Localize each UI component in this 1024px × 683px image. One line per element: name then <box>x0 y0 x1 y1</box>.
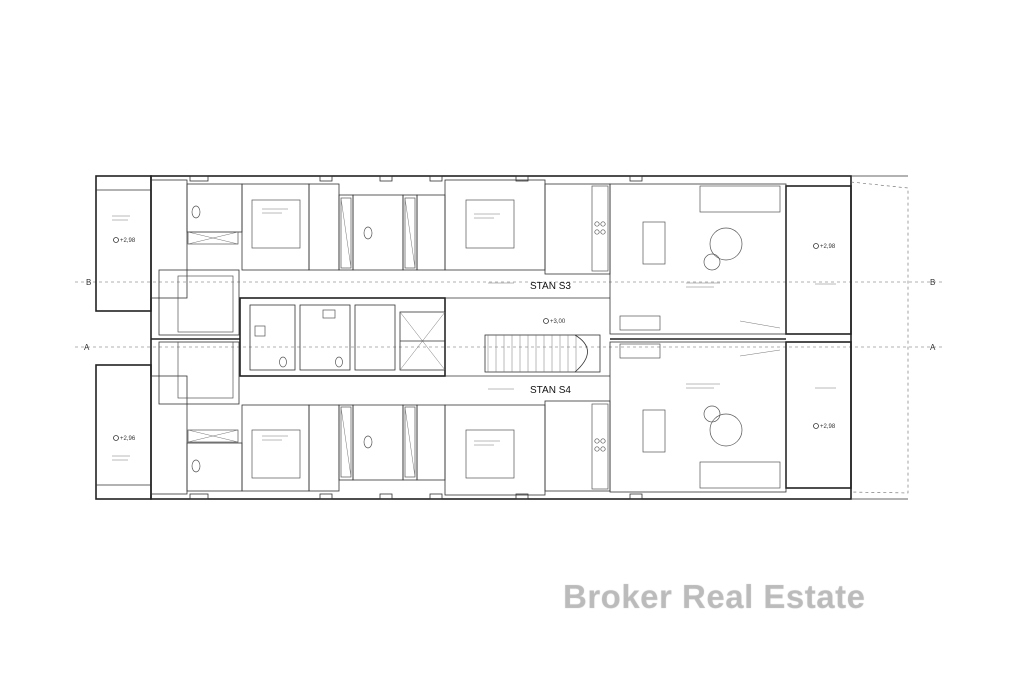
living-furniture <box>619 185 781 489</box>
level-terrace-bottom-left: +2,96 <box>120 436 136 442</box>
building-outline <box>150 175 852 500</box>
beds <box>177 199 515 479</box>
apartment-label-s3: STAN S3 <box>530 281 571 292</box>
fixtures <box>187 197 416 478</box>
level-balcony-bottom: +2,98 <box>820 424 836 430</box>
watermark: Broker Real Estate <box>563 578 866 615</box>
section-marker-a-right: A <box>930 343 936 352</box>
section-lines <box>75 281 945 348</box>
level-terrace-top-left: +2,98 <box>120 238 136 244</box>
central-core <box>249 304 446 371</box>
level-balcony-top: +2,98 <box>820 244 836 250</box>
kitchens <box>591 185 666 490</box>
room-annotations <box>112 208 836 461</box>
upper-rooms <box>150 179 787 336</box>
section-marker-b-left: B <box>86 278 91 287</box>
right-balconies <box>785 175 909 500</box>
level-stair: +3,00 <box>550 319 566 325</box>
level-markers: +2,98 +2,96 +3,00 +2,98 +2,98 <box>113 237 836 442</box>
left-terraces <box>95 175 152 500</box>
staircase <box>484 334 601 373</box>
apartment-label-s4: STAN S4 <box>530 385 571 396</box>
lower-rooms <box>150 341 787 496</box>
window-markers <box>189 175 643 500</box>
section-markers: B B A A <box>84 278 936 352</box>
section-marker-a-left: A <box>84 343 90 352</box>
section-marker-b-right: B <box>930 278 935 287</box>
